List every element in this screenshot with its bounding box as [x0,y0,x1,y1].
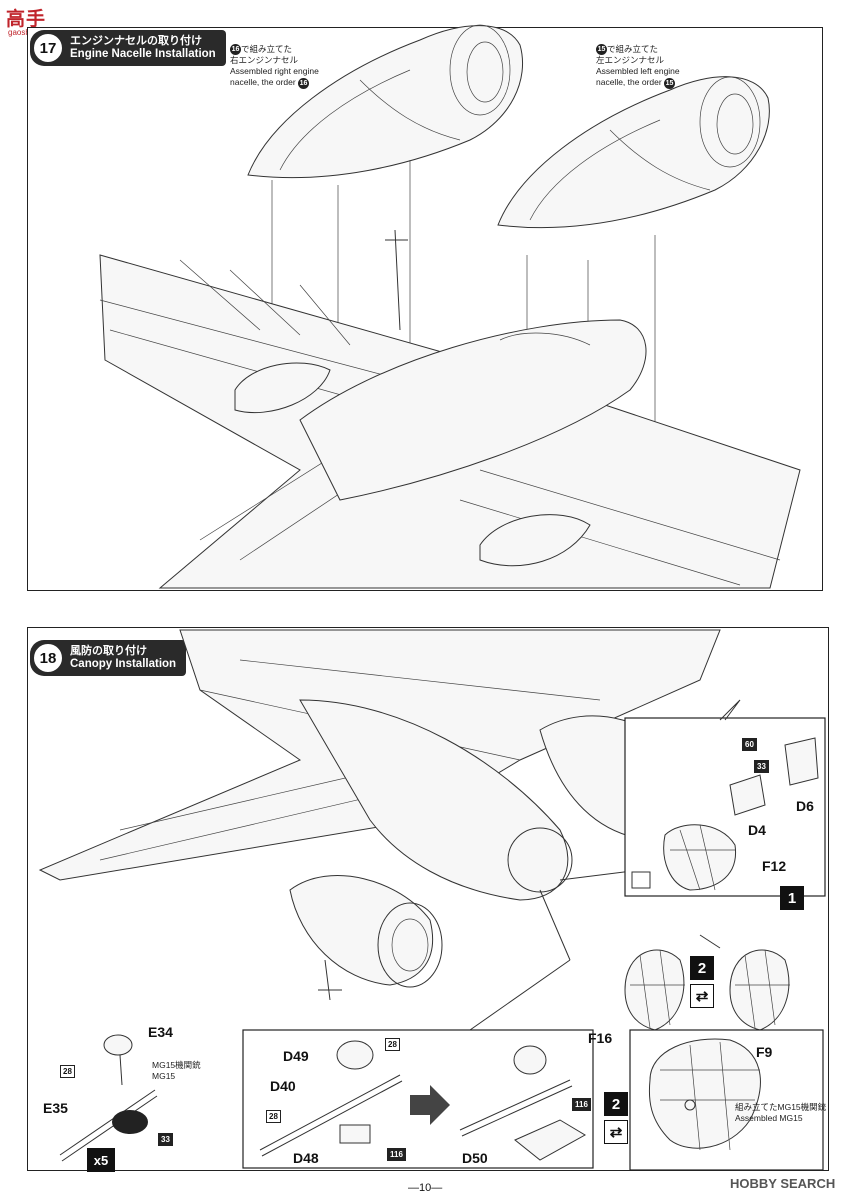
note-line: Assembled MG15 [735,1113,803,1123]
part-number-60: 60 [742,738,757,751]
note-line: Assembled left engine [596,66,680,77]
part-label-d6: D6 [796,798,814,814]
part-number-33b: 33 [158,1133,173,1146]
note-line: MG15 [152,1071,176,1081]
part-label-d48: D48 [293,1150,319,1166]
part-label-d49: D49 [283,1048,309,1064]
step17-header: 17 エンジンナセルの取り付け Engine Nacelle Installat… [30,30,226,66]
watermark: HOBBY SEARCH [730,1176,836,1191]
step17-title-en: Engine Nacelle Installation [70,48,216,60]
note-line: 組み立てたMG15機関銃 [735,1102,827,1112]
assembled-mg15-note: 組み立てたMG15機関銃 Assembled MG15 [735,1102,826,1124]
part-number-28b: 28 [266,1110,281,1123]
step18-title-en: Canopy Installation [70,658,177,670]
part-label-d50: D50 [462,1150,488,1166]
order-badge: 15 [664,77,676,89]
part-number-28: 28 [385,1038,400,1051]
part-label-d40: D40 [270,1078,296,1094]
note-line: で組み立てた [607,44,659,54]
note-line: で組み立てた [241,44,293,54]
part-label-e34: E34 [148,1024,173,1040]
step18-header: 18 風防の取り付け Canopy Installation [30,640,187,676]
page-number: —10— [408,1182,443,1194]
part-label-f9: F9 [756,1044,773,1060]
right-nacelle-drawing [247,24,524,179]
part-number-116b: 116 [572,1098,591,1111]
note-line: 左エンジンナセル [596,55,665,66]
step17-illustration [99,24,801,589]
swap-arrow-icon-b: ⇄ [604,1120,628,1144]
step-order-icon-1: 1 [780,886,804,910]
step17-number: 17 [32,32,64,64]
part-label-d4: D4 [748,822,766,838]
part-label-f12: F12 [762,858,787,874]
step17-title-jp: エンジンナセルの取り付け [70,35,202,47]
part-label-f16: F16 [588,1030,613,1046]
order-badge: 15 [596,44,607,56]
left-nacelle-drawing [497,76,770,229]
step18-number: 18 [32,642,64,674]
step-order-icon-2b: 2 [604,1092,628,1116]
part-number-28c: 28 [60,1065,75,1078]
part-label-e35: E35 [43,1100,68,1116]
note-line: nacelle, the order [596,77,662,88]
note-line: MG15機関銃 [152,1060,201,1070]
note-line: 右エンジンナセル [230,55,299,66]
part-number-116: 116 [387,1148,406,1161]
note-line: Assembled right engine [230,66,319,77]
mg15-note: MG15機関銃 MG15 [152,1060,201,1082]
swap-arrow-icon: ⇄ [690,984,714,1008]
part-number-33: 33 [754,760,769,773]
note-line: nacelle, the order [230,77,296,88]
site-logo: 高手 [6,9,47,30]
step18-title-jp: 風防の取り付け [70,645,147,657]
order-badge: 16 [298,77,310,89]
order-badge: 16 [230,44,241,56]
quantity-badge: x5 [87,1148,115,1172]
step-order-icon-2: 2 [690,956,714,980]
